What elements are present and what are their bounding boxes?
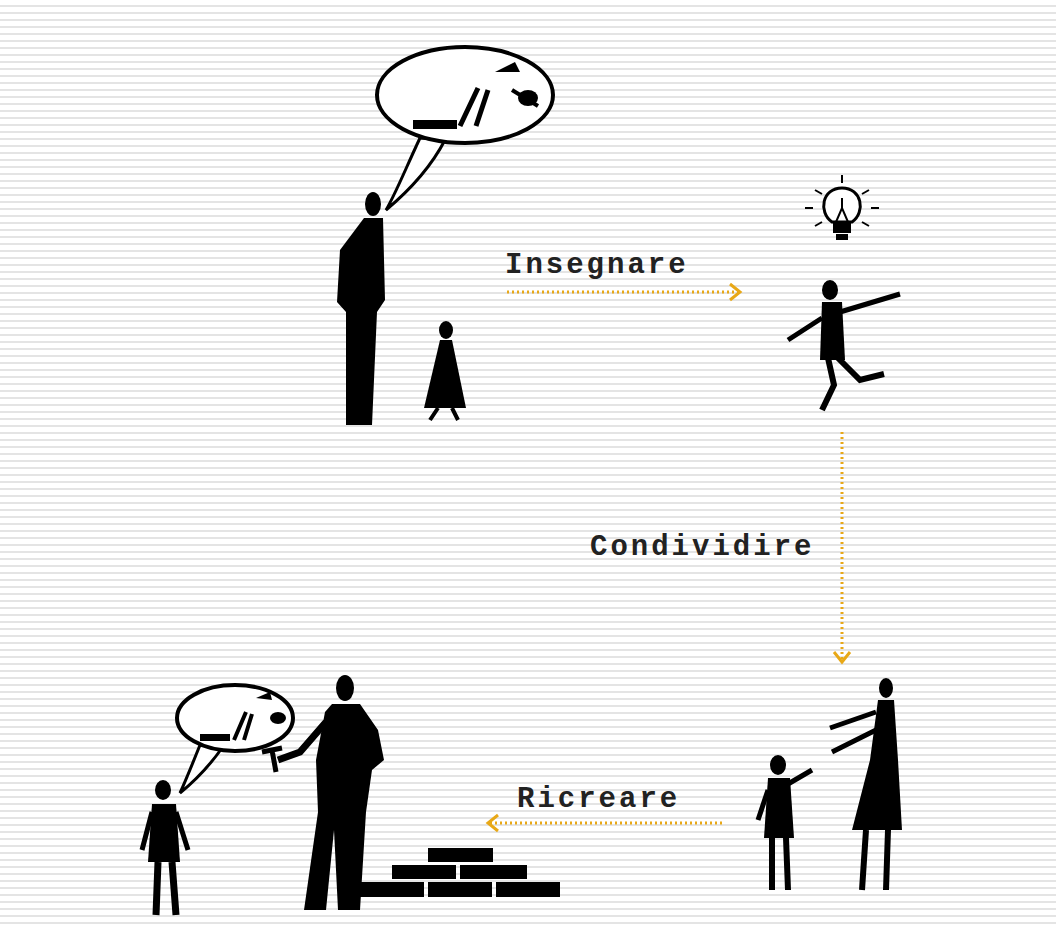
child-figure (788, 280, 900, 410)
speech-bubble (177, 685, 293, 793)
man-figure (262, 675, 384, 910)
dotted-arrow (507, 284, 740, 300)
dotted-arrow (488, 815, 722, 831)
arrow-label: Ricreare (517, 784, 680, 816)
dotted-arrow (834, 432, 850, 662)
woman-figure (830, 678, 902, 890)
arrow-label: Condividire (590, 532, 814, 564)
brick-pile (360, 848, 560, 897)
light-bulb (805, 175, 879, 240)
speech-bubble (377, 47, 553, 210)
child-figure (758, 755, 812, 890)
child-figure (424, 321, 466, 420)
arrow-label: Insegnare (505, 250, 689, 282)
child-figure (142, 780, 188, 915)
man-figure (337, 192, 385, 425)
